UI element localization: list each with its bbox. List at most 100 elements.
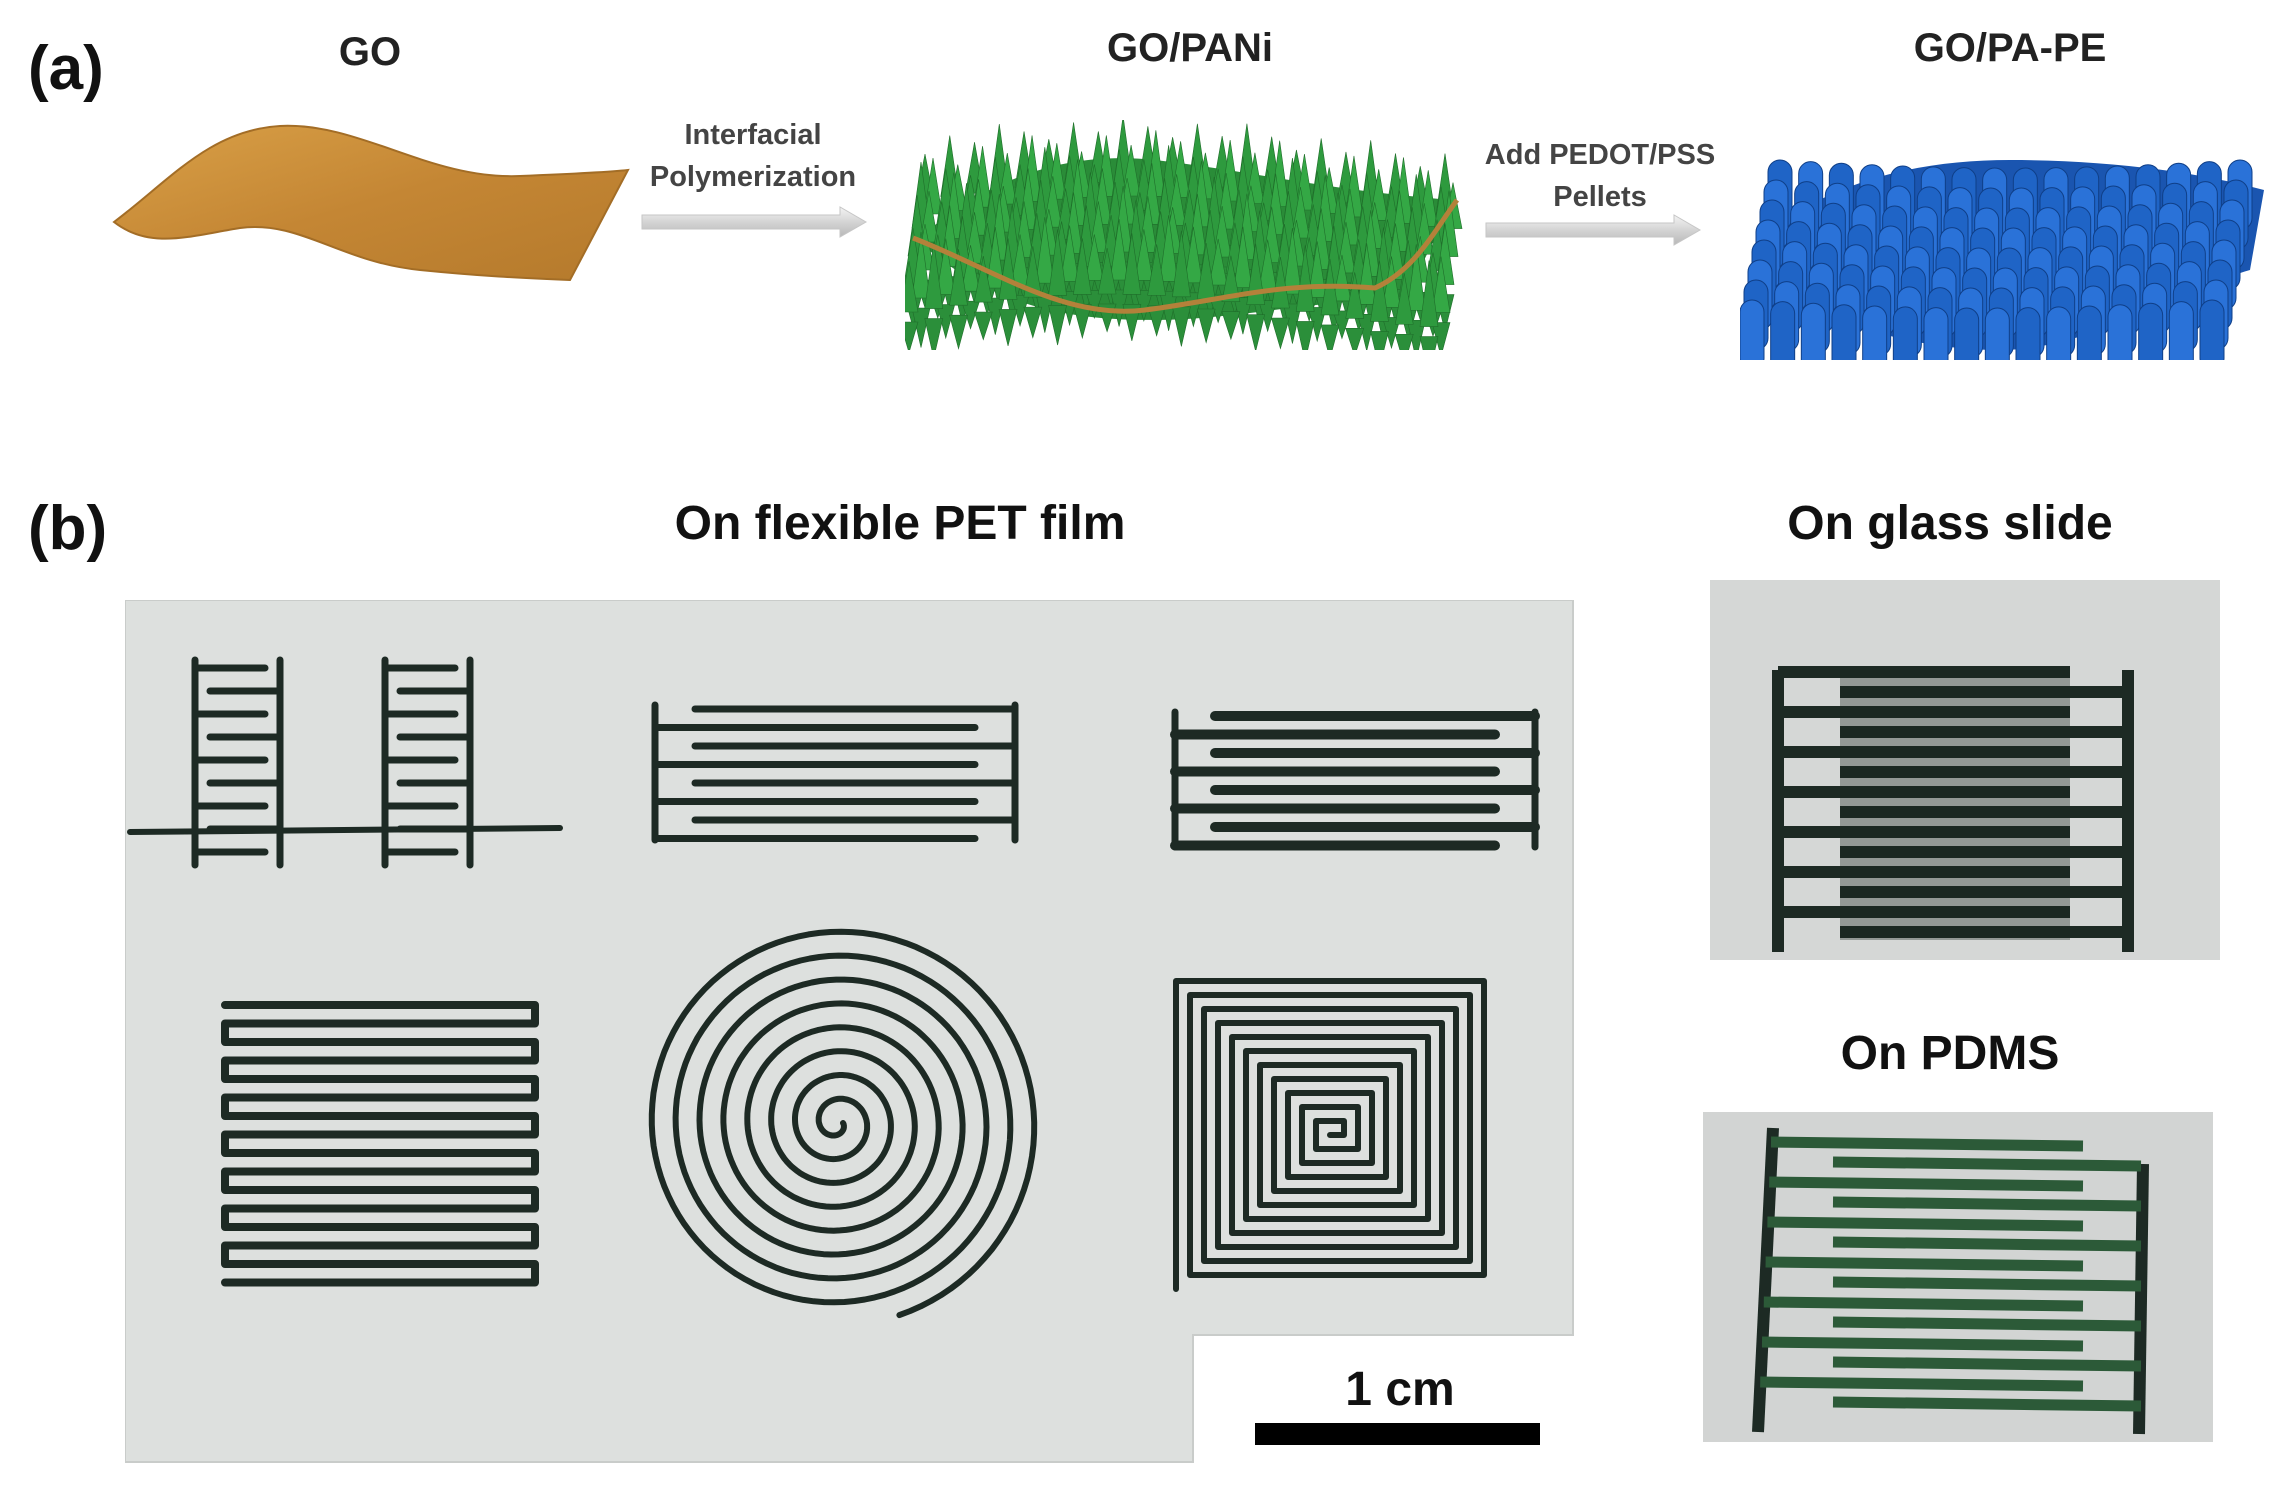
pani-spike-up: [1134, 229, 1154, 281]
pani-spike-down: [1048, 305, 1067, 346]
pani-spike-down: [949, 314, 968, 350]
pani-spike-up: [911, 231, 931, 299]
pdms-finger: [1832, 1236, 2142, 1252]
pdms-title: On PDMS: [1840, 1027, 2060, 1080]
pdms-finger: [1832, 1196, 2142, 1212]
pdms-finger: [1832, 1156, 2142, 1172]
pape-rod: [2015, 307, 2041, 360]
pdms-finger: [1760, 1376, 2084, 1392]
pani-spike-up: [1295, 245, 1315, 312]
glass-slide-title: On glass slide: [1787, 497, 2113, 550]
pape-rod: [1892, 306, 1918, 360]
pani-spike-up: [924, 242, 944, 309]
go-sheet-illustration: [112, 124, 630, 282]
pani-spike-down: [1320, 324, 1340, 350]
pani-spike-up: [1233, 226, 1253, 288]
go-sheet: [112, 124, 630, 282]
pape-rod: [2107, 304, 2133, 360]
pani-go-core: [912, 198, 1460, 314]
pdms-finger: [1832, 1356, 2142, 1372]
panel-b-label: (b): [28, 494, 108, 563]
pape-rod: [1831, 304, 1857, 360]
pape-rod: [2199, 299, 2225, 360]
pani-spike-down: [1221, 311, 1241, 341]
pet-spiral: [648, 928, 1038, 1319]
pape-rod: [2076, 305, 2102, 360]
pani-spike-down: [1370, 331, 1389, 350]
pani-spike-down: [1345, 328, 1365, 350]
pani-spike-up: [1072, 238, 1092, 295]
stage-label-go-pa-pe: GO/PA-PE: [1913, 26, 2107, 70]
pani-spike-up: [1221, 255, 1241, 302]
pani-spike-down: [1394, 333, 1414, 350]
pani-spike-up: [1345, 272, 1365, 319]
pani-spike-down: [1419, 336, 1439, 350]
pani-spike-up: [1406, 244, 1426, 311]
pani-spike-up: [1431, 256, 1451, 313]
pani-spike-down: [924, 318, 944, 350]
pani-spike-up: [1147, 244, 1166, 296]
arrow-1-line-2: Polymerization: [649, 161, 857, 194]
pani-spike-down: [1172, 306, 1191, 347]
pape-rod: [1770, 301, 1796, 360]
pani-spike-down: [1295, 321, 1315, 350]
pani-spike-up: [1048, 229, 1067, 296]
pape-rod: [2168, 301, 2194, 360]
stage-label-go-pani: GO/PANi: [1107, 26, 1273, 70]
pape-rod: [1740, 299, 1765, 360]
pani-spike-up: [1283, 227, 1302, 295]
pdms-electrode: [1752, 1127, 2149, 1435]
pet-electrode-patterns: [127, 656, 1540, 1319]
panel-a-label: (a): [28, 34, 104, 103]
pani-spike-up: [1109, 218, 1129, 281]
pani-spike-down: [1271, 317, 1290, 350]
pani-spike-down: [905, 321, 919, 350]
pani-spike-up: [1419, 260, 1439, 327]
pani-spike-up: [1060, 225, 1079, 282]
go-pa-pe-illustration: [1740, 159, 2264, 360]
arrow-2-line-2: Pellets: [1553, 181, 1647, 214]
pdms-finger: [1832, 1276, 2142, 1292]
pani-spike-up: [905, 260, 919, 313]
pet-square-spiral: [1173, 978, 1487, 1292]
pani-spike-up: [1208, 238, 1228, 286]
pape-rod: [1984, 307, 2010, 360]
pani-spike-up: [1332, 254, 1352, 302]
pet-film-title: On flexible PET film: [674, 497, 1126, 550]
pani-spike-up: [1271, 256, 1290, 309]
pani-spike-up: [949, 249, 968, 306]
pape-rod: [1923, 307, 1949, 360]
pani-spike-down: [1023, 306, 1043, 339]
pape-rod: [2138, 302, 2164, 360]
pani-spikes: [905, 120, 1463, 350]
pdms-finger: [1769, 1176, 2084, 1192]
pani-spike-up: [1394, 273, 1414, 325]
glass-active-area: [1840, 670, 2070, 940]
pet-meander: [221, 1001, 539, 1287]
pdms-finger: [1763, 1296, 2084, 1312]
pani-spike-up: [1184, 226, 1203, 284]
arrow-2-text: Add PEDOT/PSS Pellets: [1460, 134, 1740, 218]
scale-bar: [1255, 1423, 1540, 1445]
pani-spike-down: [1246, 314, 1266, 350]
arrow-2-line-1: Add PEDOT/PSS: [1484, 139, 1716, 171]
pani-spike-up: [973, 256, 993, 303]
pani-spike-up: [1307, 241, 1327, 298]
pani-spike-up: [1159, 215, 1178, 282]
pdms-finger: [1765, 1256, 2084, 1272]
pani-spike-up: [1084, 234, 1104, 281]
pani-spike-up: [1370, 260, 1389, 322]
glass-slide-photo: [1710, 580, 2220, 960]
glass-electrode: [1772, 666, 2134, 952]
pdms-bar-right: [2133, 1163, 2149, 1435]
pani-spike-down: [998, 309, 1018, 347]
pani-spike-up: [1097, 247, 1117, 295]
arrow-2: [1485, 214, 1702, 246]
stage-label-go: GO: [338, 30, 402, 74]
pani-spike-up: [936, 238, 956, 295]
pdms-finger: [1767, 1216, 2084, 1232]
pani-spike-up: [1035, 217, 1055, 284]
pape-rod: [1800, 302, 1826, 360]
pdms-finger: [1761, 1336, 2084, 1352]
